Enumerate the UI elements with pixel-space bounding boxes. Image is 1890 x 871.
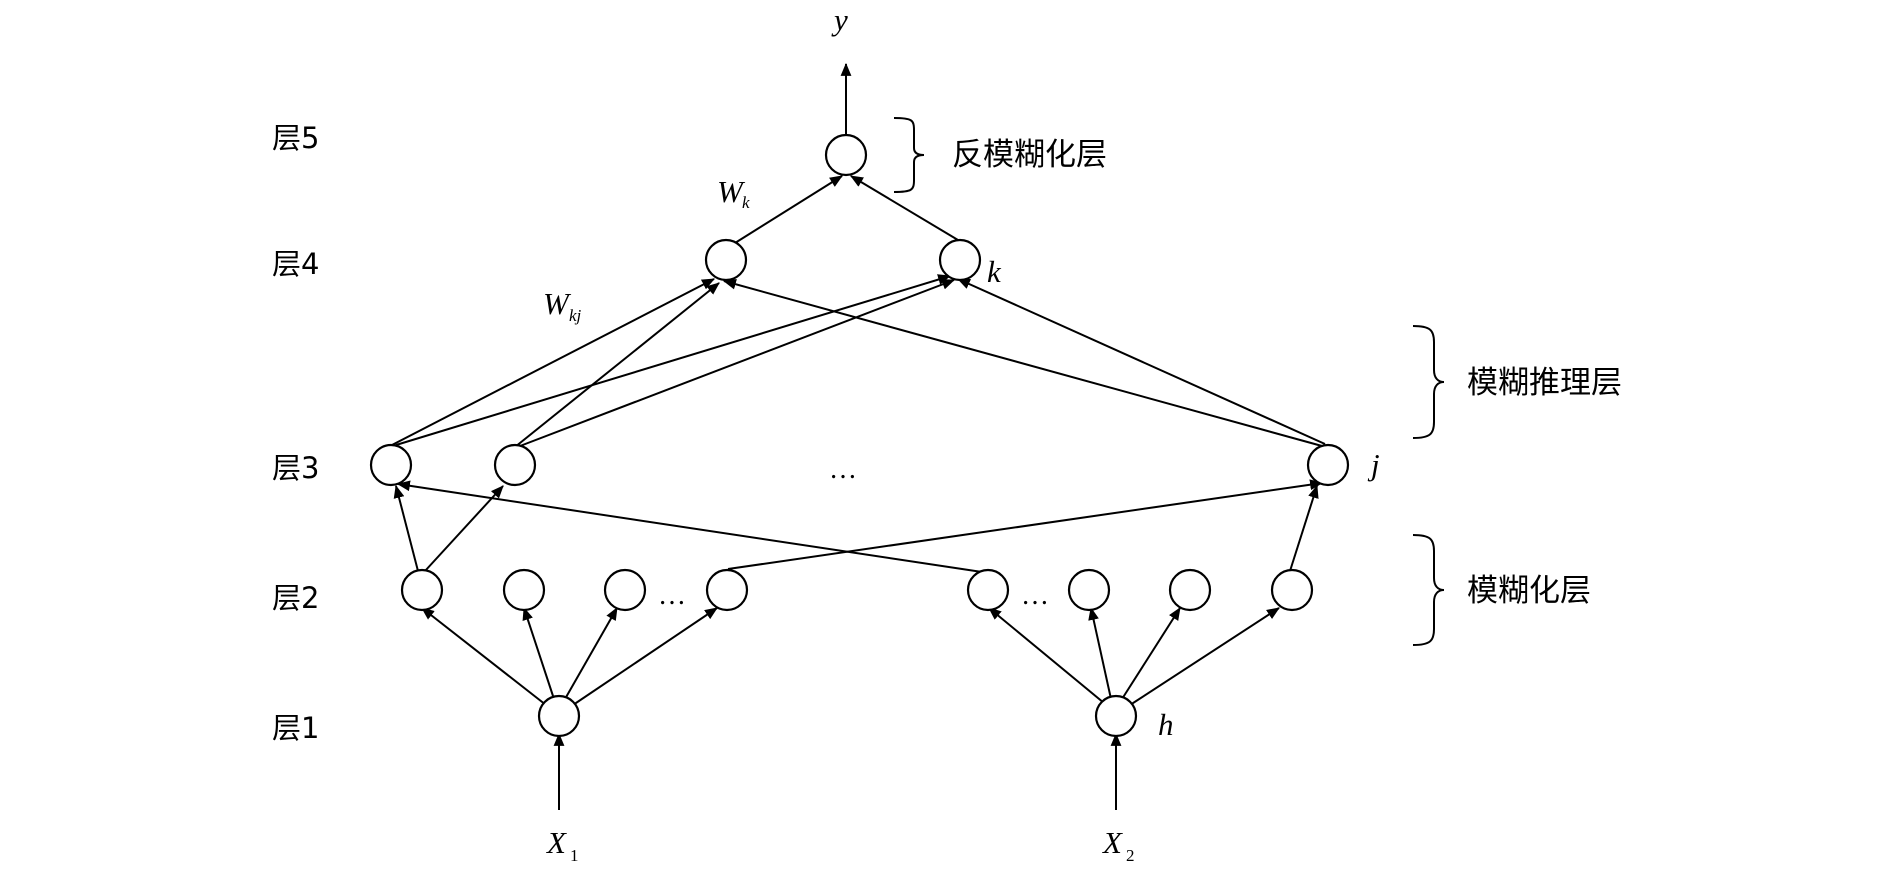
ellipsis-layer3: … [829, 454, 857, 485]
node-layer3-1 [369, 443, 413, 487]
node-layer2-4 [705, 568, 749, 612]
edge-l3-1-l4-1 [391, 278, 715, 446]
node-layer2-7 [1168, 568, 1212, 612]
brace-defuzzification [893, 117, 925, 193]
ellipsis-layer2-left: … [658, 580, 686, 611]
layer3-to-layer4-edges [391, 274, 1326, 448]
layer-4-label: 层4 [272, 247, 319, 281]
edge-l2-1-l3-1 [393, 484, 419, 572]
weight-wkj-subscript: kj [569, 306, 582, 325]
layer-5-label: 层5 [272, 121, 319, 155]
edge-l3-j-l4-1 [722, 278, 1323, 447]
edge-l2-4-l3-j [727, 479, 1324, 570]
weight-wk-symbol: W [717, 174, 746, 209]
edge-l1b-l2-1 [988, 607, 1105, 704]
edge-l1b-l2-2 [1088, 606, 1112, 700]
weight-label-wk: W k [717, 174, 750, 212]
input-x2-subscript: 2 [1126, 846, 1135, 865]
ellipsis-layer2-right: … [1021, 580, 1049, 611]
node-layer1-1 [537, 694, 581, 738]
edge-l2-8-l3-j [1289, 484, 1319, 572]
edge-l1a-l2-1 [421, 607, 547, 706]
output-label-y: y [831, 2, 848, 37]
node-layer4-k [938, 238, 982, 282]
node-layer2-8 [1270, 568, 1314, 612]
weight-wkj-symbol: W [543, 286, 572, 321]
brace-fuzzification [1412, 534, 1445, 646]
node-layer1-h [1094, 694, 1138, 738]
node-label-j: j [1367, 447, 1380, 482]
node-layer4-1 [704, 238, 748, 282]
edge-l3-j-l4-k [957, 278, 1326, 445]
inference-layer-label: 模糊推理层 [1467, 365, 1622, 401]
node-layer3-j [1306, 443, 1350, 487]
input-x1-subscript: 1 [570, 846, 579, 865]
edge-l1a-l2-4 [572, 607, 718, 706]
node-layer3-2 [493, 443, 537, 487]
node-layer5 [824, 133, 868, 177]
input-edges [553, 732, 1122, 810]
edge-l1b-l2-3 [1121, 607, 1181, 700]
edge-l1a-l2-3 [564, 607, 618, 700]
layer4-to-layer5-edges [734, 62, 964, 244]
layer-3-label: 层3 [272, 451, 319, 485]
input-x1-symbol: X [545, 825, 567, 860]
layer2-to-layer3-edges [393, 479, 1324, 573]
edge-l4-k-l5 [850, 175, 964, 244]
nodes [369, 133, 1350, 738]
edge-l1b-l2-4 [1129, 607, 1280, 706]
node-layer2-1 [400, 568, 444, 612]
brace-inference [1412, 325, 1445, 439]
fuzzification-layer-label: 模糊化层 [1467, 573, 1591, 609]
node-label-k: k [987, 254, 1002, 289]
input-label-x2: X 2 [1101, 825, 1135, 865]
node-layer2-2 [502, 568, 546, 612]
input-x2-symbol: X [1101, 825, 1123, 860]
layer-1-label: 层1 [272, 711, 319, 745]
layer1-to-layer2-edges [421, 606, 1280, 706]
weight-label-wkj: W kj [543, 286, 582, 325]
input-label-x1: X 1 [545, 825, 579, 865]
node-layer2-5 [966, 568, 1010, 612]
node-layer2-6 [1067, 568, 1111, 612]
edge-l4-1-l5 [734, 175, 843, 244]
edge-l3-1-l4-k [395, 274, 952, 446]
node-layer2-3 [603, 568, 647, 612]
edge-l3-2-l4-1 [514, 282, 720, 448]
edge-l1a-l2-2 [522, 606, 555, 700]
edge-l2-1-l3-2 [424, 485, 504, 572]
weight-wk-subscript: k [742, 193, 750, 212]
edge-l2-5-l3-1 [396, 480, 983, 573]
defuzzification-layer-label: 反模糊化层 [952, 137, 1107, 173]
edge-l3-2-l4-k [519, 279, 956, 447]
node-label-h: h [1158, 707, 1174, 742]
layer-2-label: 层2 [272, 581, 319, 615]
